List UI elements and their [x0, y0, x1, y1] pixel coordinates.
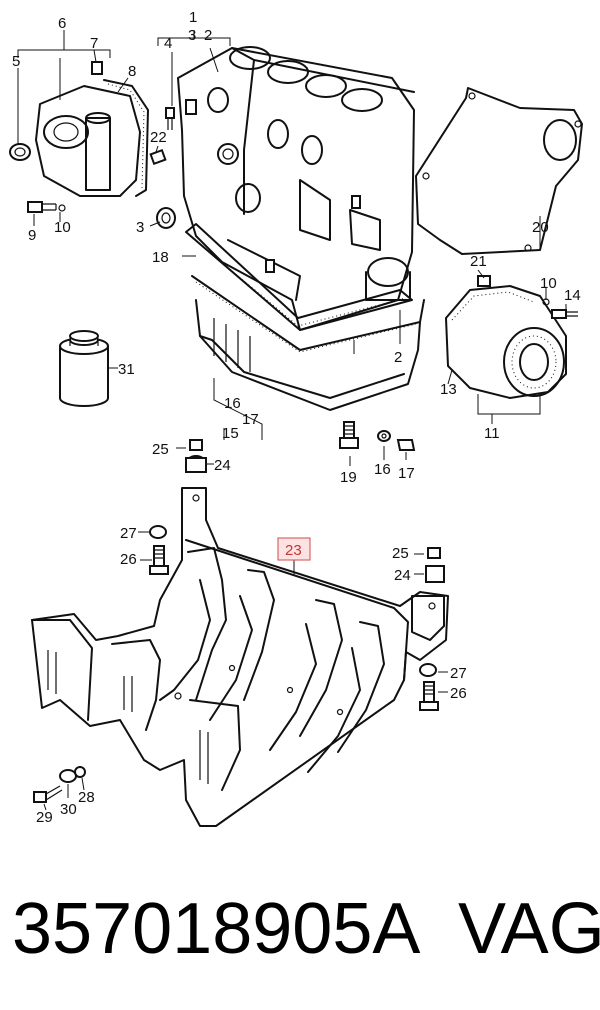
oil-pan-assembly	[185, 223, 425, 411]
callout-24-right: 24	[394, 567, 411, 584]
callout-24-top: 24	[214, 457, 231, 474]
brand-name: VAG	[458, 889, 600, 969]
callout-4: 4	[164, 35, 172, 52]
callout-22: 22	[150, 129, 167, 146]
callout-27-right: 27	[450, 665, 467, 682]
callout-2-top: 2	[204, 27, 212, 44]
callout-29: 29	[36, 809, 53, 826]
callout-23-highlight	[277, 537, 311, 561]
callout-2-bottom: 2	[394, 349, 402, 366]
leader-lines	[17, 30, 567, 811]
drain-bolt-and-plug	[339, 421, 416, 451]
callout-25-right: 25	[392, 545, 409, 562]
callout-26-left: 26	[120, 551, 137, 568]
callout-26-right: 26	[450, 685, 467, 702]
callout-10-left: 10	[54, 219, 71, 236]
callout-17-right: 17	[398, 465, 415, 482]
callout-14: 14	[564, 287, 581, 304]
sealant-can	[59, 330, 109, 407]
callout-9: 9	[28, 227, 36, 244]
callout-16-left: 16	[224, 395, 241, 412]
engine-block	[177, 46, 415, 331]
part-number-footer: 357018905A VAG	[12, 884, 600, 974]
callout-17-left: 17	[242, 411, 259, 428]
callout-8: 8	[128, 63, 136, 80]
oil-pump-flange	[9, 61, 149, 213]
callout-23: 23	[285, 542, 302, 559]
callout-6: 6	[58, 15, 66, 32]
callout-30: 30	[60, 801, 77, 818]
callout-18: 18	[152, 249, 169, 266]
guard-mounting-parts	[33, 439, 445, 803]
callout-20: 20	[532, 219, 549, 236]
callout-21: 21	[470, 253, 487, 270]
intermediate-plate	[415, 87, 583, 255]
callout-31: 31	[118, 361, 135, 378]
small-parts-center-left	[149, 107, 176, 229]
callout-7: 7	[90, 35, 98, 52]
callout-27-left: 27	[120, 525, 137, 542]
callout-13: 13	[440, 381, 457, 398]
exploded-view-drawing: 1 2 3 4 5 6 7 8 9 10 22 3 18 20 21 10 14…	[9, 9, 583, 827]
rear-seal-flange	[445, 275, 578, 399]
callout-16-right: 16	[374, 461, 391, 478]
callout-10-right: 10	[540, 275, 557, 292]
part-number: 357018905A	[12, 889, 421, 969]
callout-3-top: 3	[188, 27, 196, 44]
callout-28: 28	[78, 789, 95, 806]
callout-labels: 1 2 3 4 5 6 7 8 9 10 22 3 18 20 21 10 14…	[12, 9, 581, 826]
callout-15: 15	[222, 425, 239, 442]
callout-3-left: 3	[136, 219, 144, 236]
callout-1: 1	[189, 9, 197, 26]
callout-11: 11	[484, 425, 500, 442]
callout-25-top: 25	[152, 441, 169, 458]
underbody-guard	[31, 487, 449, 827]
callout-19: 19	[340, 469, 357, 486]
callout-5: 5	[12, 53, 20, 70]
